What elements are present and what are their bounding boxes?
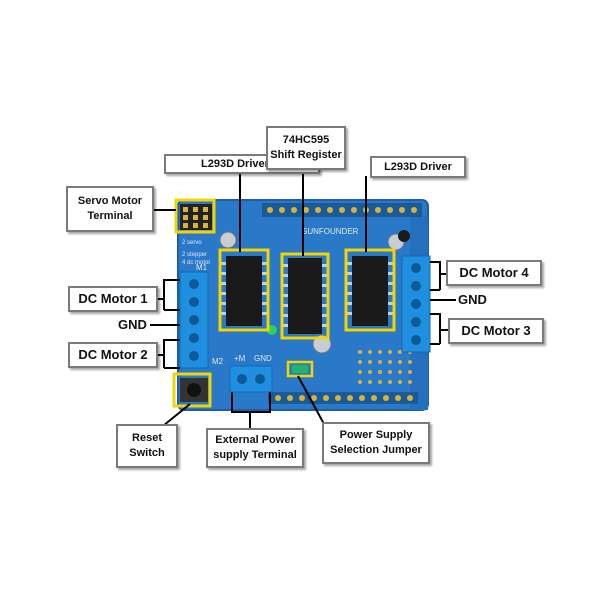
board-m2: M2: [212, 357, 224, 366]
label-external-power-line1: External Power: [215, 434, 295, 447]
board-brand: SUNFOUNDER: [302, 227, 359, 236]
label-power-jumper-line1: Power Supply: [339, 429, 413, 442]
label-l293d-driver: L293D Driver: [370, 156, 466, 178]
chip-74hc595: [283, 258, 327, 334]
board-servo-text-2: 2 stepper: [182, 252, 207, 258]
servo-header: [180, 204, 212, 230]
label-servo-line1: Servo Motor: [77, 195, 143, 208]
leader-lines: [150, 172, 456, 431]
power-jumper: [286, 360, 314, 378]
proto-grid: [358, 350, 412, 384]
label-dc-motor-3: DC Motor 3: [448, 318, 544, 344]
label-74hc595-line2: Shift Register: [270, 149, 342, 161]
label-l293d-driver-ic-text: L293D Driver IC: [201, 157, 283, 170]
label-dc-motor-1: DC Motor 1: [68, 286, 158, 312]
label-reset-line1: Reset: [132, 432, 162, 445]
label-dc-motor-3-text: DC Motor 3: [461, 323, 531, 339]
label-dc-motor-4-text: DC Motor 4: [459, 265, 529, 281]
chip-l293d-left: [221, 256, 267, 326]
label-74hc595: 74HC595 Shift Register: [266, 126, 346, 170]
label-external-power-line2: supply Terminal: [213, 449, 297, 461]
highlight-boxes: [172, 198, 396, 408]
label-dc-motor-2-text: DC Motor 2: [78, 347, 148, 363]
bottom-header-pins: [268, 392, 418, 404]
label-gnd-left: GND: [118, 317, 147, 332]
label-dc-motor-4: DC Motor 4: [446, 260, 542, 286]
external-power-terminal: [229, 365, 273, 393]
terminal-m1-m2: [179, 271, 209, 369]
label-servo-terminal: Servo Motor Terminal: [66, 186, 154, 232]
board-pwr-gnd: GND: [254, 354, 272, 363]
board-m1: M1: [196, 263, 208, 272]
reset-switch: [180, 378, 208, 402]
label-dc-motor-2: DC Motor 2: [68, 342, 158, 368]
terminal-m3-m4: [401, 255, 431, 353]
label-external-power: External Power supply Terminal: [206, 428, 304, 468]
label-reset-line2: Switch: [129, 447, 165, 459]
label-power-jumper-line2: Selection Jumper: [330, 444, 422, 456]
board-servo-text-3: 4 dc motor: [182, 260, 210, 266]
label-reset-switch: Reset Switch: [116, 424, 178, 468]
label-l293d-driver-text: L293D Driver: [384, 160, 452, 173]
label-dc-motor-1-text: DC Motor 1: [78, 291, 148, 307]
chip-l293d-right: [347, 256, 393, 326]
label-gnd-right: GND: [458, 292, 487, 307]
label-74hc595-line1: 74HC595: [282, 134, 330, 147]
label-power-jumper: Power Supply Selection Jumper: [322, 422, 430, 464]
label-servo-line2: Terminal: [87, 210, 133, 222]
board-pwr-plus: +M: [234, 354, 246, 363]
board-servo-text-1: 2 servo: [182, 240, 202, 246]
top-header-pins: [262, 203, 422, 217]
